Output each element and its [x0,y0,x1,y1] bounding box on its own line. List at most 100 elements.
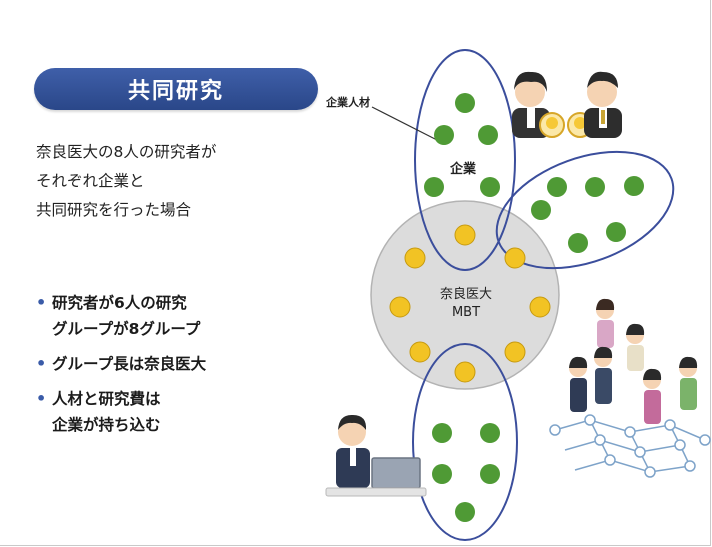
bullet-icon: • [36,354,47,373]
researcher-dot [478,125,498,145]
person-figure [626,323,645,371]
university-researcher-dot [409,341,431,363]
researcher-dot [531,200,551,220]
clothes [644,390,661,424]
bullet-1-line-1: 研究者が6人の研究 [52,294,187,312]
network-node [684,460,696,472]
researcher-dot [568,233,588,253]
university-researcher-dot [454,361,476,383]
researcher-dot [606,222,626,242]
bullet-item-3: • 人材と研究費は 企業が持ち込む [36,386,326,438]
businessman-figure [584,71,622,138]
hair [643,368,662,380]
lightbulb-bulb [574,117,586,129]
hair [594,346,613,358]
face [515,77,545,107]
network-line [574,459,691,473]
hair [338,414,367,430]
desk [325,487,427,497]
lightbulb-icon [539,112,565,138]
network-line [564,439,681,453]
network-node [674,439,686,451]
researcher-dot [455,93,475,113]
person-figure [679,356,698,410]
bullet-item-2: • グループ長は奈良医大 [36,351,326,377]
university-researcher-dot [504,247,526,269]
bullet-3-line-1: 人材と研究費は [52,390,161,408]
hair [679,356,698,368]
center-label-line-1: 奈良医大 [440,286,492,302]
network-nodes [549,414,711,478]
business-people-illustration [512,71,622,138]
researcher-dot [480,423,500,443]
company-group-top-ellipse [414,49,516,271]
intro-line-1: 奈良医大の8人の研究者が [36,143,217,161]
lightbulb-bulb [546,117,558,129]
clothes [570,378,587,412]
center-label-line-2: MBT [452,305,480,320]
person-figure [596,298,615,348]
network-node [624,426,636,438]
laptop-icon [371,457,421,489]
network-node [584,414,596,426]
person-figure [643,368,662,424]
network-node [634,446,646,458]
page-title: 共同研究 [34,68,318,110]
university-researcher-dot [404,247,426,269]
bullet-icon: • [36,293,47,312]
suit [336,448,370,488]
university-researcher-dots [389,224,551,383]
researcher-dot [432,464,452,484]
shirt [350,448,356,466]
hair [596,298,615,310]
network-node [604,454,616,466]
researcher-dot [480,177,500,197]
researcher-dot [480,464,500,484]
researcher-dot [547,177,567,197]
bullet-2-line-1: グループ長は奈良医大 [52,355,207,373]
callout-line [371,106,438,141]
network-node [699,434,711,446]
company-group-bottom-ellipse [412,343,518,541]
face [587,77,617,107]
hair [514,71,547,92]
networking-people-illustration [549,298,711,478]
university-researcher-dot [389,296,411,318]
network-node [594,434,606,446]
hair [569,356,588,368]
intro-text: 奈良医大の8人の研究者が それぞれ企業と 共同研究を行った場合 [36,138,326,225]
bullet-icon: • [36,389,47,408]
bullet-item-1: • 研究者が6人の研究 グループが8グループ [36,290,326,342]
clothes [595,368,612,404]
bullet-3-line-2: 企業が持ち込む [52,416,161,434]
university-researcher-dot [504,341,526,363]
company-group-right-ellipse [495,150,675,270]
researcher-dot [424,177,444,197]
bullet-list: • 研究者が6人の研究 グループが8グループ • グループ長は奈良医大 • 人材… [36,290,326,447]
clothes [680,378,697,410]
researcher-dot [434,125,454,145]
person-figure [569,356,588,412]
clothes [627,345,644,371]
university-researcher-dot [454,224,476,246]
clothes [597,320,614,348]
intro-line-2: それぞれ企業と [36,172,145,190]
hair [626,323,645,335]
researcher-dot [624,176,644,196]
office-worker-illustration [325,414,427,497]
researcher-dot [432,423,452,443]
tie [601,110,605,124]
network-node [664,419,676,431]
person-figure [594,346,613,404]
network-node [644,466,656,478]
callout-label: 企業人材 [325,95,370,109]
bullet-1-line-2: グループが8グループ [52,320,201,338]
university-researcher-dot [529,296,551,318]
researcher-dot [455,502,475,522]
top-group-dots [424,93,500,197]
hair [587,71,618,88]
network-node [549,424,561,436]
shirt [527,108,535,128]
